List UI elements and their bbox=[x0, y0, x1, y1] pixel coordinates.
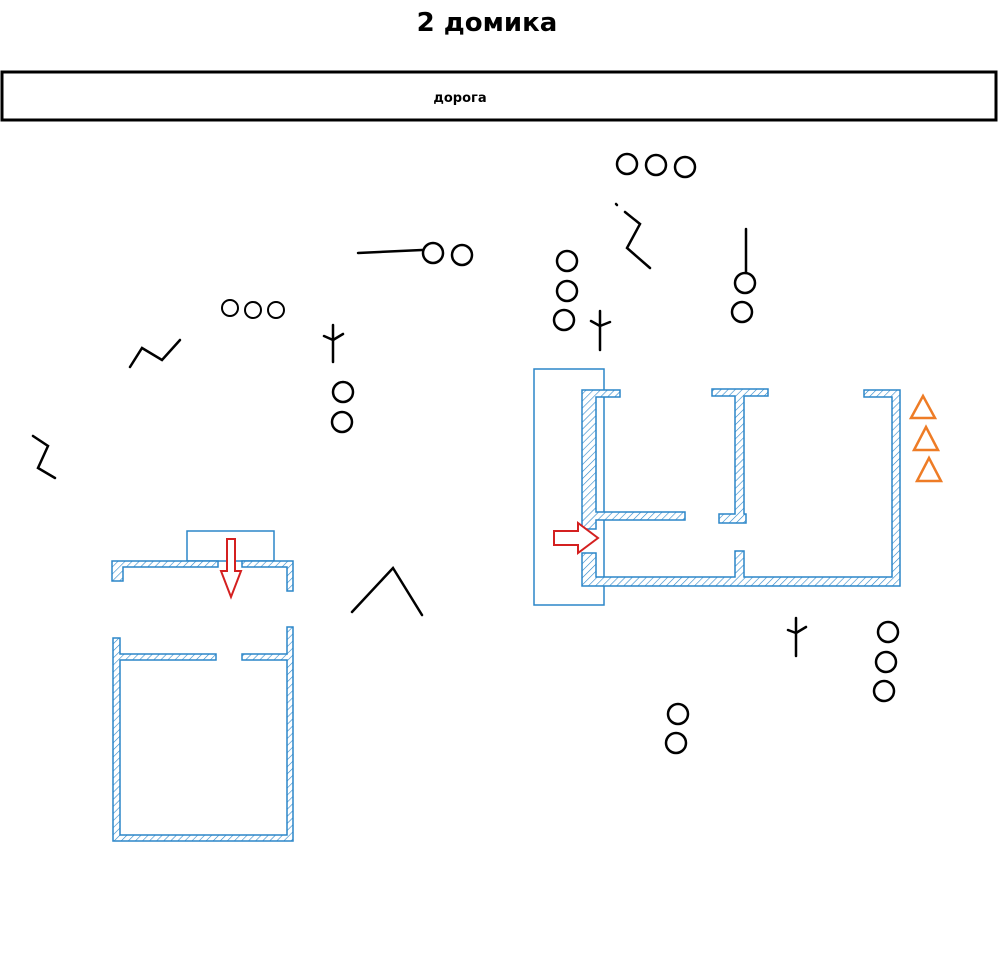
circle-group-pair-bottom bbox=[664, 702, 690, 755]
circle-icon bbox=[555, 249, 579, 273]
circle-icon bbox=[876, 620, 900, 644]
circle-icon bbox=[733, 271, 757, 295]
circle-icon bbox=[552, 308, 576, 332]
road-label: дорога bbox=[433, 91, 486, 106]
circle-icon bbox=[330, 410, 354, 434]
wall-segment bbox=[581, 389, 901, 587]
fork-icon bbox=[786, 616, 808, 658]
triangle-icon bbox=[908, 393, 938, 420]
circle-icon bbox=[872, 679, 896, 703]
circle-group-vertical-three bbox=[552, 249, 579, 332]
zigzag-icon bbox=[128, 338, 182, 369]
fork-icon bbox=[322, 323, 345, 364]
circle-groups bbox=[221, 152, 900, 755]
left-main-walls bbox=[112, 626, 294, 842]
circle-icon bbox=[644, 153, 668, 177]
circle-icon bbox=[666, 702, 690, 726]
road: дорога bbox=[0, 70, 998, 122]
circle-group-pair-near-line bbox=[421, 241, 474, 267]
circle-icon bbox=[331, 380, 355, 404]
circle-icon bbox=[673, 155, 697, 179]
line-symbols bbox=[31, 202, 808, 658]
circle-icon bbox=[267, 301, 285, 319]
left-house bbox=[111, 530, 294, 842]
circle-icon bbox=[730, 300, 754, 324]
left-upper-walls bbox=[111, 560, 294, 592]
wall-segment bbox=[711, 388, 769, 524]
circle-group-top-three bbox=[615, 152, 697, 179]
wall-segment bbox=[241, 560, 294, 592]
road-outline bbox=[0, 70, 998, 122]
zigzag-icon bbox=[623, 210, 652, 270]
zigzag-icon bbox=[31, 434, 57, 480]
wall-segment bbox=[581, 389, 686, 530]
zigzag-icon bbox=[614, 202, 619, 207]
circle-group-pair-mid bbox=[330, 380, 355, 434]
fence-line bbox=[356, 248, 424, 255]
triangle-group bbox=[908, 393, 944, 483]
entrance-arrow-right-icon bbox=[553, 521, 600, 555]
page-title: 2 домика bbox=[417, 8, 558, 38]
circle-icon bbox=[450, 243, 474, 267]
circle-icon bbox=[615, 152, 639, 176]
triangle-icon bbox=[911, 424, 941, 452]
wall-segment bbox=[112, 626, 294, 842]
circle-icon bbox=[874, 650, 898, 674]
circle-group-vertical-right bbox=[872, 620, 900, 703]
triangle-icon bbox=[914, 455, 944, 483]
right-house-walls bbox=[581, 388, 901, 587]
circle-icon bbox=[664, 731, 688, 755]
circle-group-pair-right-top bbox=[730, 271, 757, 324]
wall-segment bbox=[111, 560, 219, 582]
entrance-arrow-down-icon bbox=[219, 538, 243, 600]
circle-icon bbox=[221, 299, 239, 317]
right-house bbox=[533, 368, 901, 606]
angle-icon bbox=[350, 565, 424, 617]
circle-icon bbox=[244, 301, 262, 319]
circle-group-small-three bbox=[221, 299, 285, 319]
circle-icon bbox=[555, 279, 579, 303]
circle-icon bbox=[421, 241, 445, 265]
fork-icon bbox=[589, 309, 612, 352]
